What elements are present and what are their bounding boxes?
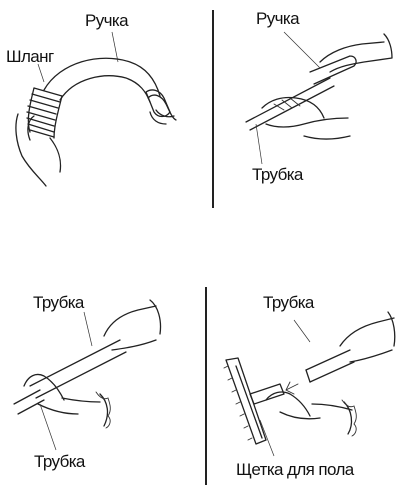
brush-neck [250, 384, 284, 404]
panel1-label-hose: Шланг [6, 48, 54, 65]
tube-b-line1 [14, 390, 40, 404]
right-hand [148, 95, 176, 124]
tube-end [306, 370, 310, 382]
upper-hand [320, 34, 392, 72]
panel3-label-tube-top: Трубка [33, 294, 84, 311]
tube-a-line2 [36, 352, 126, 398]
panel3-label-tube-bottom: Трубка [34, 453, 85, 470]
panel2-illustration [246, 32, 392, 164]
panel4-label-tube: Трубка [263, 294, 314, 311]
upper-right-hand [340, 312, 395, 362]
panel2-label-handle: Ручка [256, 10, 299, 27]
panel1-label-handle: Ручка [85, 12, 128, 29]
tube-b-line2 [18, 400, 44, 414]
left-hand [16, 114, 61, 186]
brush-bristles [224, 366, 252, 440]
lower-hand [266, 392, 352, 434]
panel2-label-tube: Трубка [252, 166, 303, 183]
tube-line-a [246, 78, 330, 122]
hose-coil [27, 88, 62, 138]
tube-a-line1 [30, 340, 120, 386]
hose-outline-inner [60, 76, 150, 102]
panel4-label-brush: Щетка для пола [236, 461, 354, 478]
upper-right-hand [104, 300, 161, 350]
panel3-illustration [14, 300, 161, 450]
panel4-illustration [224, 312, 395, 456]
lower-hand [262, 97, 350, 139]
insert-arrow [286, 382, 298, 394]
